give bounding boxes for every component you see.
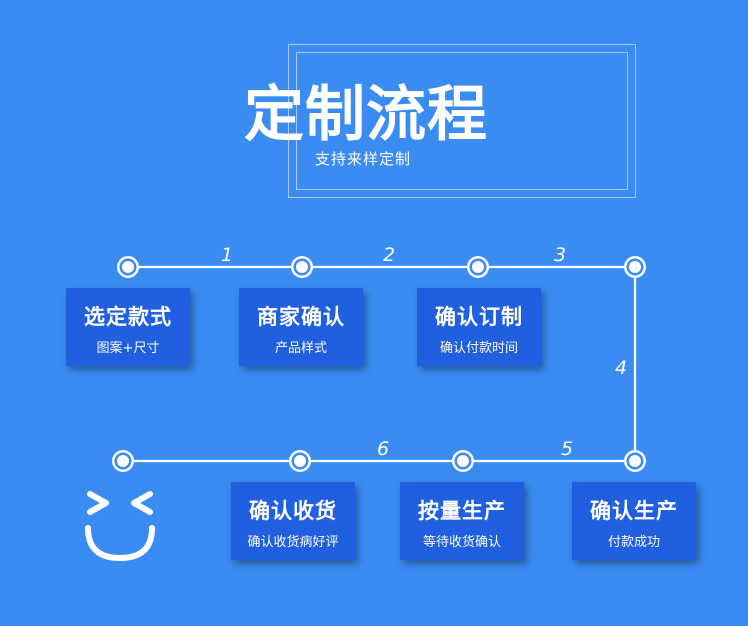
step-number: 1 — [221, 244, 233, 266]
step-card-3: 确认订制 确认付款时间 — [417, 288, 541, 366]
step-card-2: 商家确认 产品样式 — [239, 288, 363, 366]
step-subtitle: 等待收货确认 — [422, 535, 501, 550]
step-number: 5 — [561, 438, 573, 460]
step-title: 确认收货 — [249, 499, 337, 523]
step-title: 确认订制 — [435, 305, 523, 329]
flow-node — [291, 256, 313, 278]
step-number: 6 — [377, 438, 389, 460]
flow-node — [624, 256, 646, 278]
flow-node — [452, 450, 474, 472]
flow-path — [123, 265, 637, 463]
step-card-1: 选定款式 图案+尺寸 — [66, 288, 190, 366]
smiley-face-icon — [85, 491, 155, 561]
title-frame-outer — [288, 44, 636, 198]
flow-node — [117, 256, 139, 278]
flow-node — [467, 256, 489, 278]
step-card-4: 确认生产 付款成功 — [572, 482, 696, 560]
flow-node — [289, 450, 311, 472]
step-subtitle: 付款成功 — [607, 535, 660, 550]
step-subtitle: 产品样式 — [274, 341, 327, 356]
step-title: 选定款式 — [84, 305, 172, 329]
step-card-5: 按量生产 等待收货确认 — [400, 482, 524, 560]
page-subtitle: 支持来样定制 — [315, 150, 412, 168]
step-subtitle: 图案+尺寸 — [96, 341, 160, 356]
page-title: 定制流程 — [244, 80, 488, 150]
step-number: 3 — [554, 244, 566, 266]
step-subtitle: 确认收货病好评 — [247, 535, 339, 550]
flow-node — [624, 450, 646, 472]
title-frame-inner — [296, 52, 628, 190]
step-number: 2 — [383, 244, 395, 266]
flow-node — [112, 450, 134, 472]
step-card-6: 确认收货 确认收货病好评 — [231, 482, 355, 560]
step-subtitle: 确认付款时间 — [439, 341, 518, 356]
step-title: 确认生产 — [590, 499, 678, 523]
step-number: 4 — [615, 357, 627, 379]
step-title: 按量生产 — [418, 499, 506, 523]
step-title: 商家确认 — [257, 305, 345, 329]
